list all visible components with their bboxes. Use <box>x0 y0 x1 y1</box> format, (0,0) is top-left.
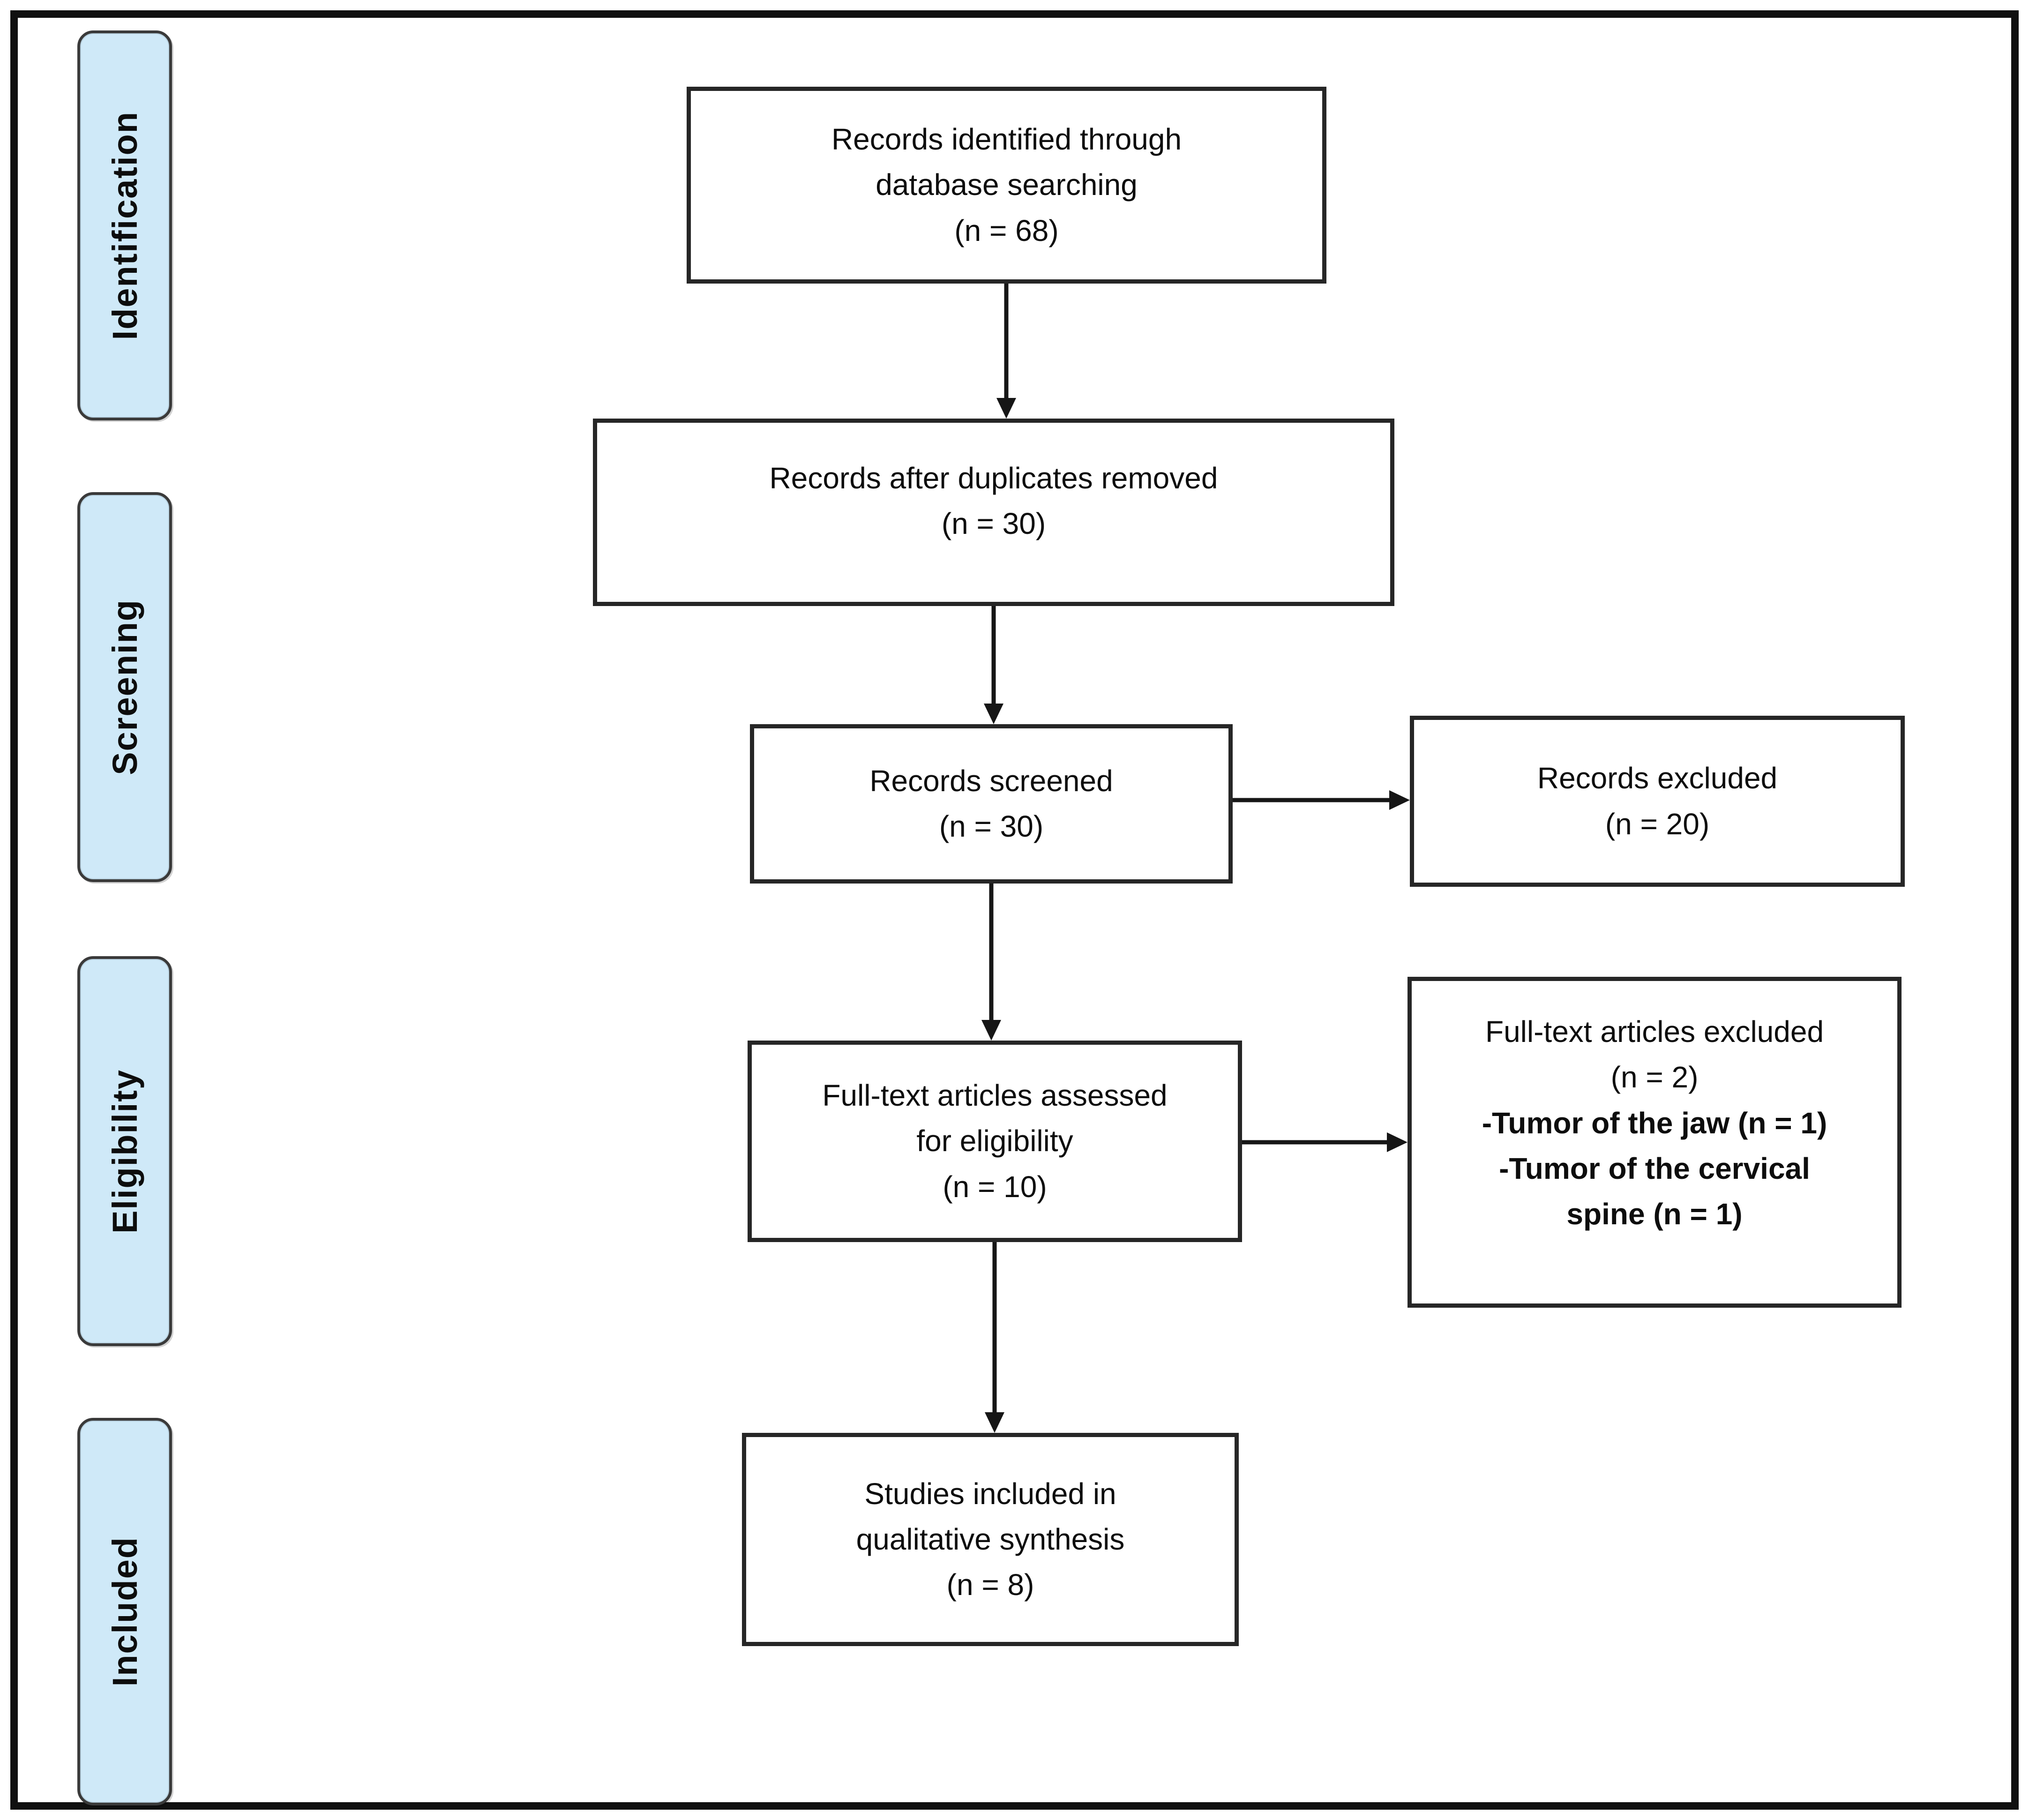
stage-identification: Identification <box>77 30 172 420</box>
stage-eligibility: Eligibility <box>77 956 172 1346</box>
arrow-shaft <box>1233 798 1391 802</box>
box-studies-included-text: Studies included in qualitative synthesi… <box>856 1476 1125 1602</box>
box-records-identified: Records identified through database sear… <box>687 87 1326 284</box>
stage-screening: Screening <box>77 492 172 882</box>
arrow-right-head <box>1389 790 1410 810</box>
box-fulltext-assessed: Full-text articles assessed for eligibil… <box>748 1041 1242 1242</box>
box-records-screened: Records screened (n = 30) <box>750 724 1233 884</box>
arrow-shaft <box>1242 1140 1389 1145</box>
arrow-shaft <box>1004 284 1009 400</box>
arrow-identified-to-duplicates <box>996 284 1017 419</box>
arrow-shaft <box>992 1242 997 1414</box>
arrow-down-head <box>996 398 1016 419</box>
arrow-right-head <box>1387 1132 1408 1152</box>
stage-included-label: Included <box>105 1536 144 1687</box>
stage-included: Included <box>77 1418 172 1805</box>
box-records-excluded-text: Records excluded (n = 20) <box>1537 761 1778 841</box>
arrow-screened-to-excluded <box>1233 790 1410 810</box>
arrow-shaft <box>989 884 994 1022</box>
arrow-fulltext-to-included <box>984 1242 1005 1433</box>
box-fulltext-excluded-title: Full-text articles excluded (n = 2) <box>1485 1015 1824 1094</box>
arrow-down-head <box>984 704 1003 724</box>
arrow-duplicates-to-screened <box>983 606 1004 724</box>
box-records-excluded: Records excluded (n = 20) <box>1410 716 1905 887</box>
outer-frame <box>10 10 2019 1810</box>
box-records-screened-text: Records screened (n = 30) <box>869 764 1113 843</box>
box-fulltext-excluded: Full-text articles excluded (n = 2) -Tum… <box>1408 977 1902 1308</box>
arrow-down-head <box>985 1412 1004 1433</box>
arrow-down-head <box>981 1020 1001 1041</box>
arrow-fulltext-to-fulltext-excluded <box>1242 1132 1408 1153</box>
stage-identification-label: Identification <box>105 111 144 340</box>
stage-screening-label: Screening <box>105 599 144 775</box>
box-fulltext-excluded-reasons: -Tumor of the jaw (n = 1) -Tumor of the … <box>1482 1106 1827 1231</box>
stage-eligibility-label: Eligibility <box>105 1069 144 1234</box>
box-fulltext-assessed-text: Full-text articles assessed for eligibil… <box>822 1079 1168 1204</box>
box-duplicates-removed: Records after duplicates removed (n = 30… <box>593 419 1394 606</box>
arrow-shaft <box>991 606 996 705</box>
box-records-identified-text: Records identified through database sear… <box>831 122 1182 247</box>
box-duplicates-removed-text: Records after duplicates removed (n = 30… <box>769 461 1218 541</box>
arrow-screened-to-fulltext <box>981 884 1002 1041</box>
box-studies-included: Studies included in qualitative synthesi… <box>742 1433 1239 1646</box>
